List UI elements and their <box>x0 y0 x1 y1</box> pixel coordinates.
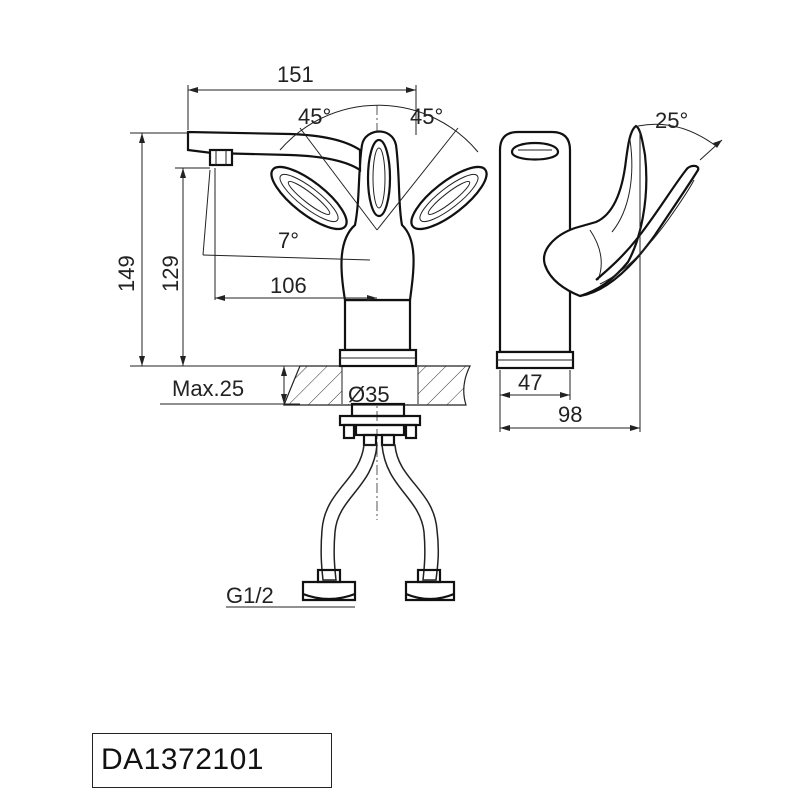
dim-total-depth: 98 <box>558 402 582 427</box>
dim-angle-side: 25° <box>655 108 688 133</box>
dim-angle-left: 45° <box>298 104 331 129</box>
dim-base-width: 47 <box>518 370 542 395</box>
dim-thread: G1/2 <box>226 583 274 608</box>
handle-rotated-right <box>410 165 488 231</box>
dim-total-height: 149 <box>114 255 139 292</box>
dim-total-length: 151 <box>277 62 314 87</box>
product-code: DA1372101 <box>101 743 264 776</box>
handle-rotated-left <box>270 165 348 231</box>
dim-hole-diameter: Ø35 <box>348 382 390 407</box>
dim-spout-tilt: 7° <box>278 228 299 253</box>
faucet-body <box>343 298 412 352</box>
side-handle <box>542 124 648 298</box>
product-code-box: DA1372101 <box>92 733 332 788</box>
flexible-hoses <box>301 444 456 602</box>
countertop-section <box>283 365 471 406</box>
mounting-hardware <box>338 402 422 447</box>
side-body <box>498 130 572 354</box>
dim-spout-height: 129 <box>158 255 183 292</box>
handle-slot <box>366 138 392 218</box>
dim-angle-right: 45° <box>410 104 443 129</box>
dim-spout-reach: 106 <box>270 273 307 298</box>
dim-max-thickness: Max.25 <box>172 376 244 401</box>
side-view: 25° 47 98 <box>495 108 723 432</box>
front-view: 151 45° 45° 7° 106 149 129 <box>114 62 488 608</box>
side-handle-rotated <box>579 164 700 298</box>
spout <box>186 130 362 173</box>
aerator <box>208 148 234 167</box>
